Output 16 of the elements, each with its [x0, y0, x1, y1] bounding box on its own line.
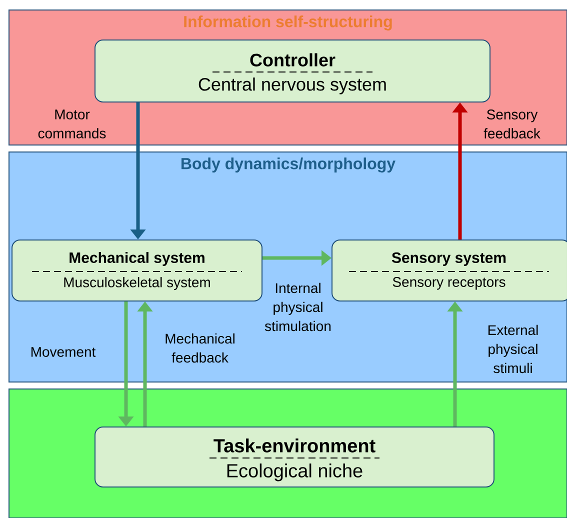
- band-title: Information self-structuring: [184, 16, 392, 30]
- edge-label: Mechanical feedback: [166, 333, 234, 363]
- box-subtitle: Sensory receptors: [392, 277, 506, 290]
- box-subtitle: Musculoskeletal system: [64, 277, 210, 290]
- edge-label: Motor commands: [38, 110, 106, 138]
- box-title: Controller: [250, 53, 336, 66]
- box-title: Task-environment: [214, 438, 376, 452]
- edge-label: Movement: [31, 347, 96, 357]
- edge-label: Internal physical stimulation: [264, 282, 331, 332]
- edge-label: External physical stimuli: [488, 324, 538, 374]
- band-title: Body dynamics/morphology: [182, 158, 396, 172]
- box-subtitle: Central nervous system: [198, 78, 386, 94]
- box-title: Mechanical system: [70, 252, 204, 266]
- box-subtitle: Ecological niche: [227, 464, 362, 482]
- edge-label: Sensory feedback: [484, 110, 540, 138]
- box-title: Sensory system: [392, 252, 506, 266]
